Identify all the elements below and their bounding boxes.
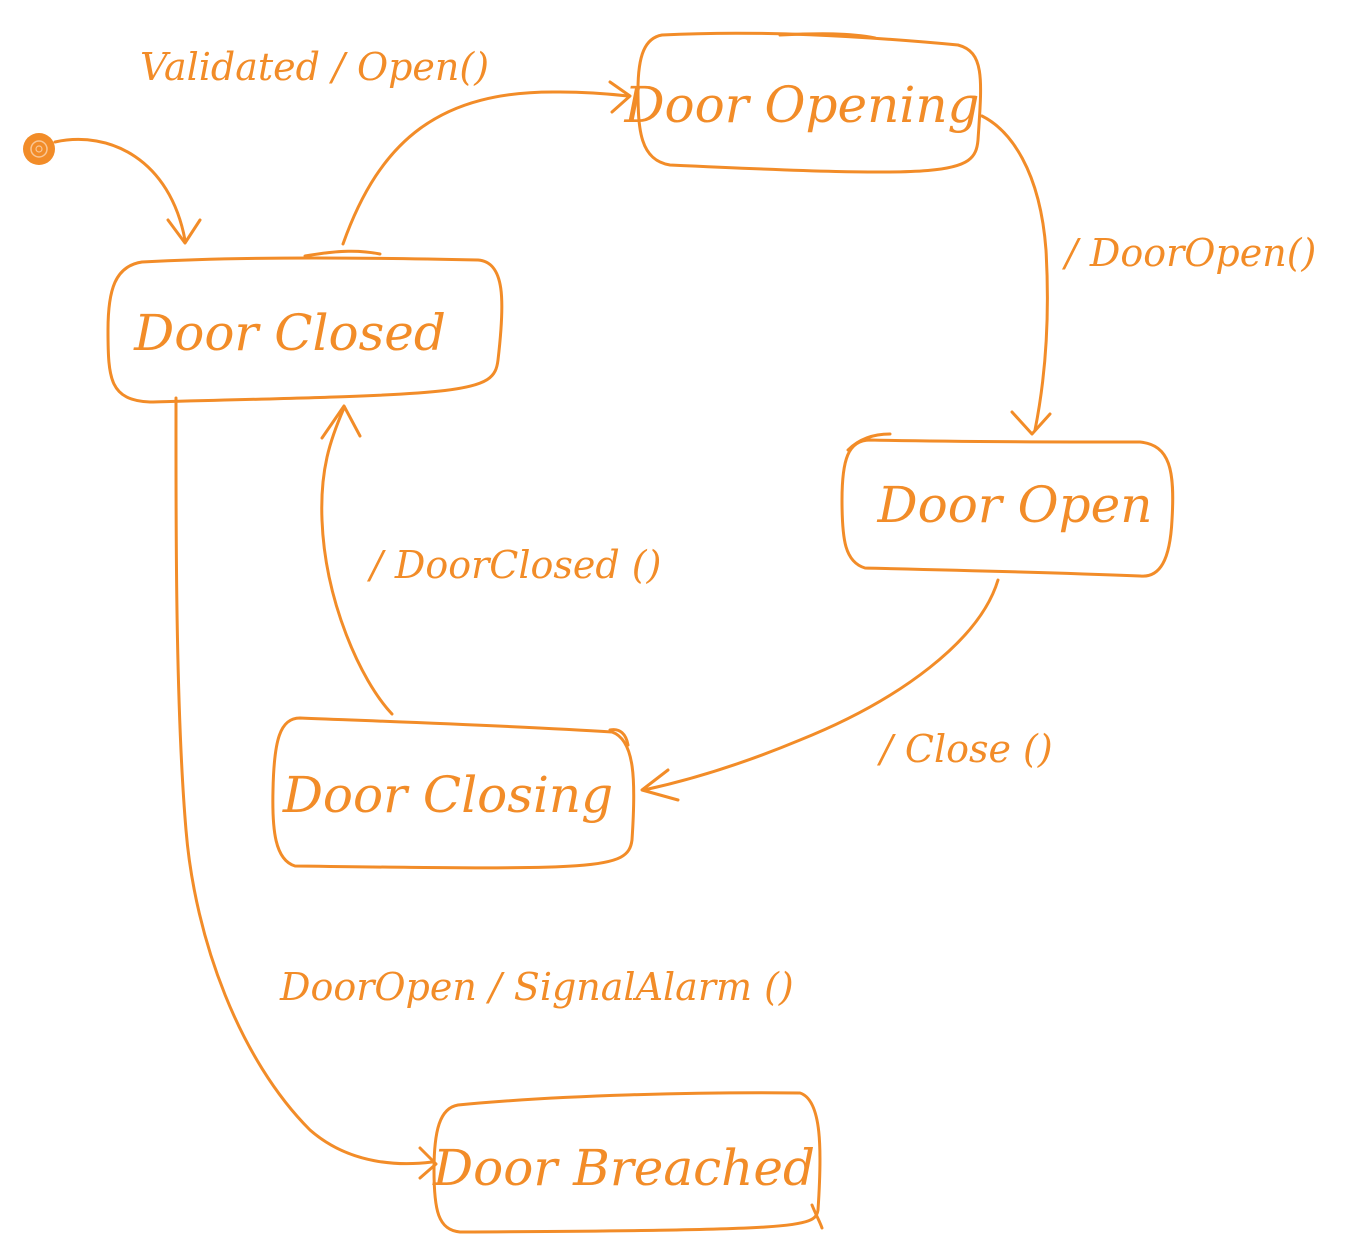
state-door-closed-label: Door Closed bbox=[133, 304, 446, 362]
arrowhead-open-to-closing bbox=[640, 768, 680, 802]
state-door-open-box bbox=[840, 438, 1175, 578]
arrowhead-closed-to-breached bbox=[418, 1146, 438, 1180]
transition-closed-to-breached-label: DoorOpen / SignalAlarm () bbox=[279, 965, 794, 1009]
state-door-breached-box bbox=[432, 1091, 822, 1234]
transition-opening-to-open-label: / DoorOpen() bbox=[1061, 231, 1316, 275]
transition-closing-to-closed-label: / DoorClosed () bbox=[366, 543, 661, 587]
state-door-opening-label: Door Opening bbox=[623, 76, 979, 134]
transition-closing-to-closed: / DoorClosed () bbox=[320, 404, 661, 716]
arrowhead-opening-to-open bbox=[1010, 410, 1052, 436]
state-door-open: Door Open bbox=[840, 432, 1175, 578]
state-door-opening-box bbox=[636, 31, 983, 174]
state-door-closed: Door Closed bbox=[106, 249, 504, 404]
initial-state-dot bbox=[23, 133, 55, 165]
state-door-closing-label: Door Closing bbox=[282, 766, 613, 824]
state-door-open-label: Door Open bbox=[877, 476, 1153, 534]
state-door-closing: Door Closing bbox=[271, 716, 636, 870]
state-door-breached: Door Breached bbox=[432, 1091, 824, 1234]
state-door-closed-box bbox=[106, 256, 504, 404]
transition-opening-to-open: / DoorOpen() bbox=[980, 114, 1316, 436]
arrowhead-closed-to-opening bbox=[608, 80, 632, 114]
transition-open-to-closing-label: / Close () bbox=[876, 727, 1053, 771]
transition-initial bbox=[53, 137, 202, 245]
arrowhead-initial bbox=[166, 218, 202, 245]
transition-closed-to-opening: Validated / Open() bbox=[140, 45, 632, 246]
state-door-opening: Door Opening bbox=[623, 31, 983, 174]
arrowhead-closing-to-closed bbox=[320, 404, 362, 440]
state-door-breached-label: Door Breached bbox=[432, 1139, 815, 1197]
transition-open-to-closing: / Close () bbox=[640, 578, 1053, 802]
state-door-closing-box bbox=[271, 716, 636, 870]
transition-closed-to-opening-label: Validated / Open() bbox=[140, 45, 489, 89]
transition-closed-to-breached: DoorOpen / SignalAlarm () bbox=[174, 396, 794, 1180]
